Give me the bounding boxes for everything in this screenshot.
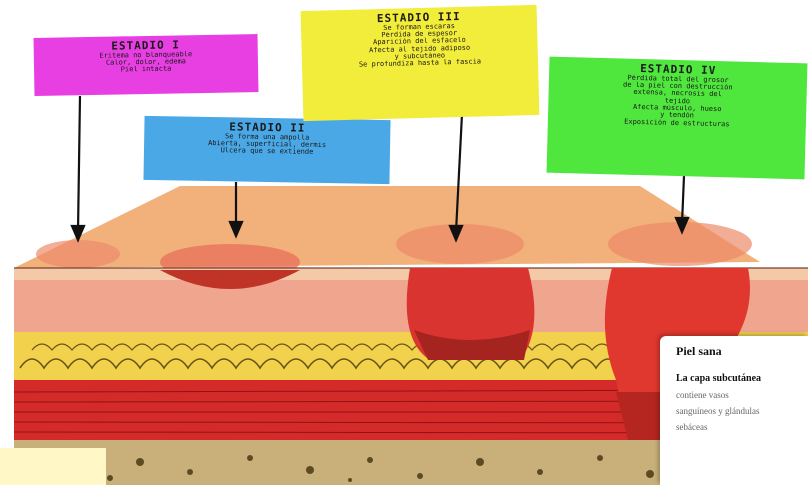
info-card-line: contiene vasos — [676, 390, 808, 400]
info-card-line: sebáceas — [676, 422, 808, 432]
info-card-heading: Piel sana — [676, 344, 808, 359]
info-card-line: La capa subcutánea — [676, 373, 808, 384]
redness-stage1 — [36, 240, 120, 268]
stage2-note: ESTADIO II Se forma una ampolla Abierta,… — [143, 116, 390, 184]
stage1-note: ESTADIO I Eritema no blanqueable Calor, … — [34, 34, 259, 96]
stage4-note: ESTADIO IV Pérdida total del grosor de l… — [547, 57, 808, 180]
info-card[interactable]: Piel sana La capa subcutánea contiene va… — [660, 336, 808, 485]
corner-highlight — [0, 448, 106, 485]
info-card-line: sanguíneos y glándulas — [676, 406, 808, 416]
stage3-note: ESTADIO III Se forman escaras Pérdida de… — [301, 5, 540, 121]
